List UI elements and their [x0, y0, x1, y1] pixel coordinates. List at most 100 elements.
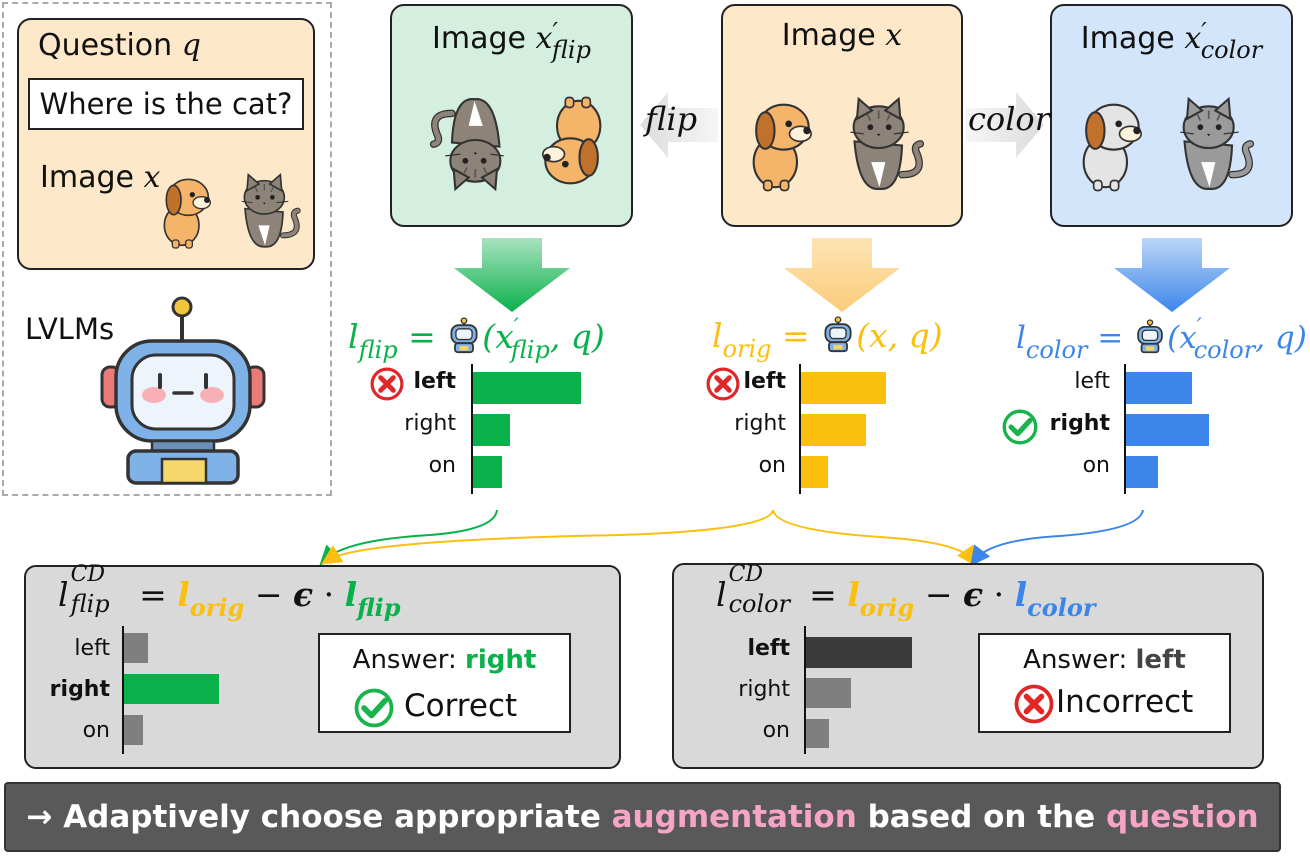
orig-image-title: Image x: [721, 18, 963, 53]
flip-cd-cat-on: on: [82, 718, 110, 743]
color-cd-cat-right: right: [738, 677, 790, 702]
orig-bar-on: [801, 456, 828, 488]
color-image-var: x: [1184, 21, 1202, 56]
flip-image-prime: ′: [552, 18, 558, 46]
flip-cd-eq: =: [139, 575, 167, 614]
flip-answer-value: right: [465, 645, 537, 675]
banner-highlight-augmentation: augmentation: [611, 799, 857, 835]
color-cd-eq: =: [809, 575, 837, 614]
color-bar-left: [1126, 372, 1192, 404]
orig-cat-left: left: [743, 369, 786, 394]
color-chart-axis: [1124, 364, 1126, 494]
flip-cd-cat-left: left: [74, 636, 110, 661]
orig-formula-eq: =: [782, 316, 810, 355]
orig-bar-right: [801, 414, 866, 446]
banner-highlight-question: question: [1106, 799, 1259, 835]
orig-formula-args: (x, q): [856, 316, 943, 355]
question-label: Question: [38, 28, 173, 63]
input-panel: [2, 2, 332, 496]
banner-text-2: based on the: [867, 799, 1096, 835]
color-down-arrow: [1114, 238, 1230, 312]
color-logit-formula: lcolor = (x′color, q): [1016, 315, 1307, 364]
input-image-heading: Image x: [40, 160, 160, 195]
color-formula-l: l: [1016, 320, 1026, 356]
flip-cat-left: left: [413, 369, 456, 394]
orig-down-arrow: [784, 238, 900, 312]
color-image-prime: ′: [1201, 18, 1207, 46]
orig-logit-formula: lorig = (x, q): [712, 315, 943, 363]
flip-cd-l: l: [58, 575, 69, 614]
color-transform-label: color: [968, 100, 1050, 138]
orig-image-label: Image: [781, 18, 876, 53]
flip-cd-dot: ·: [323, 575, 335, 614]
flip-formula-rest: , q): [549, 317, 605, 356]
flip-image-title: Image x′flip: [390, 18, 633, 64]
question-text-box: Where is the cat?: [28, 78, 304, 130]
orig-image-var: x: [885, 18, 903, 53]
orig-chart-axis: [799, 364, 801, 494]
flip-formula-arg-sub: flip: [510, 336, 550, 364]
flip-cd-aug: l: [344, 575, 358, 614]
flip-cd-minus: −: [254, 575, 283, 614]
color-cd-cat-left: left: [747, 636, 790, 661]
color-arrow: [966, 92, 1044, 158]
flip-cat-on: on: [428, 453, 456, 478]
color-image-title: Image x′color: [1050, 18, 1293, 64]
flip-cd-bar-right: [124, 674, 219, 704]
color-formula-open: (: [1167, 320, 1180, 356]
flip-answer-line: Answer: right: [318, 645, 571, 675]
model-label: LVLMs: [25, 312, 115, 346]
color-cd-bar-on: [806, 719, 829, 748]
color-verdict: Incorrect: [1056, 684, 1194, 720]
flip-cd-orig: l: [177, 575, 190, 614]
flip-verdict: Correct: [404, 688, 518, 724]
color-bar-right: [1126, 414, 1209, 446]
color-cd-l: l: [716, 575, 727, 614]
flip-cd-sub: flip: [70, 590, 110, 618]
color-formula-arg-var: x: [1179, 320, 1197, 356]
input-image-label: Image: [40, 160, 134, 195]
color-formula-sub: color: [1025, 336, 1088, 364]
color-image-label: Image: [1080, 21, 1175, 56]
flip-formula-l: l: [348, 317, 359, 356]
flip-chart-axis: [471, 364, 473, 494]
color-cd-orig: l: [847, 575, 860, 614]
flip-image-sub: flip: [551, 36, 591, 64]
orig-formula-sub: orig: [722, 335, 772, 363]
flip-bar-on: [473, 456, 502, 488]
flip-cd-chart-axis: [122, 626, 124, 754]
color-cd-chart-axis: [804, 626, 806, 754]
robot-icon: [100, 296, 266, 485]
flip-answer-label: Answer:: [352, 645, 457, 675]
flip-down-arrow: [454, 238, 570, 312]
banner-text-1: Adaptively choose appropriate: [63, 799, 601, 835]
flip-cd-orig-sub: orig: [189, 593, 245, 622]
flip-formula-arg-var: x: [495, 317, 514, 356]
orig-cat-right: right: [734, 411, 786, 436]
flip-bar-left: [473, 372, 581, 404]
color-cd-sup: CD: [728, 562, 764, 587]
flip-verdict-check-icon: [354, 688, 394, 728]
orig-formula-l: l: [712, 316, 723, 355]
color-cd-bar-left: [806, 637, 912, 668]
flip-cd-sup: CD: [70, 562, 106, 587]
color-cd-minus: −: [924, 575, 953, 614]
flip-formula-open: (: [482, 317, 496, 356]
flip-formula-arg-prime: ′: [513, 315, 519, 340]
color-cd-sub: color: [728, 590, 791, 618]
question-var: q: [181, 28, 201, 63]
color-cd-cat-on: on: [762, 718, 790, 743]
question-heading: Question q: [38, 28, 201, 63]
color-bar-on: [1126, 456, 1158, 488]
color-formula-eq: =: [1097, 320, 1124, 356]
question-text: Where is the cat?: [39, 87, 293, 121]
color-cd-bar-right: [806, 678, 851, 708]
flip-formula-sub: flip: [358, 336, 398, 364]
flip-image-var: x: [535, 21, 553, 56]
color-cd-aug: l: [1014, 575, 1028, 614]
orig-cat-on: on: [758, 453, 786, 478]
flip-cd-cat-right: right: [49, 677, 110, 702]
